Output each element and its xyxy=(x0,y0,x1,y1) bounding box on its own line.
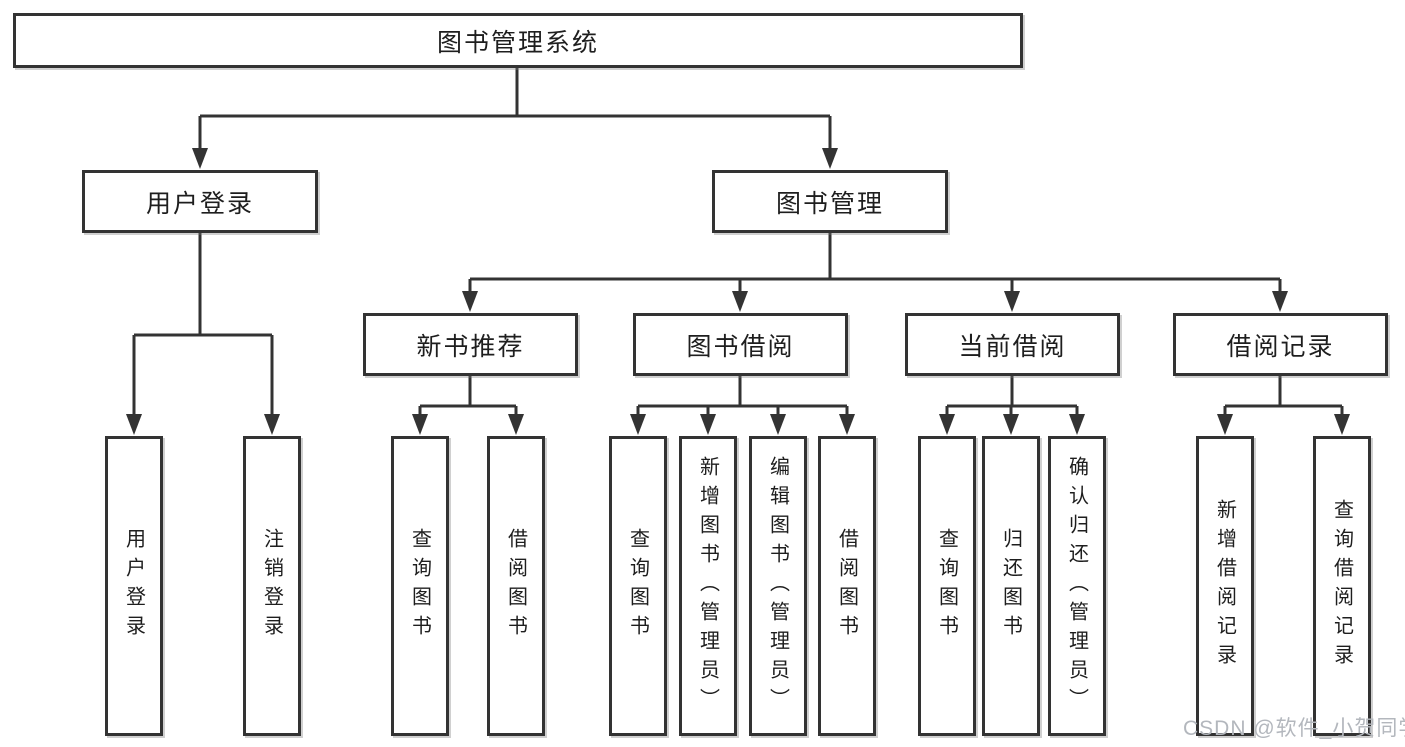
wire-book-borrow-branch xyxy=(636,376,849,416)
arrowheads xyxy=(126,148,1350,435)
node-label: 查询图书 xyxy=(935,528,958,644)
leaf-query-borrow-record: 查询借阅记录 xyxy=(1313,436,1371,736)
node-book-borrowing: 图书借阅 xyxy=(633,313,848,376)
node-label: 当前借阅 xyxy=(958,332,1067,361)
arrow-down-icon xyxy=(1004,291,1020,312)
node-book-management: 图书管理 xyxy=(712,170,948,233)
node-new-book-recommend: 新书推荐 xyxy=(363,313,578,376)
node-label: 图书管理 xyxy=(775,189,884,218)
leaf-user-login: 用户登录 xyxy=(105,436,163,736)
node-label: 用户登录 xyxy=(122,528,145,644)
leaf-borrow-books-recommend: 借阅图书 xyxy=(487,436,545,736)
csdn-watermark: CSDN @软件_小贺同学 xyxy=(1183,717,1405,740)
leaf-add-books-admin: 新增图书（管理员） xyxy=(679,436,737,736)
wire-new-book-branch xyxy=(418,376,518,416)
leaf-return-books: 归还图书 xyxy=(982,436,1040,736)
wire-borrow-record-branch xyxy=(1223,376,1344,416)
arrow-down-icon xyxy=(126,414,142,435)
arrow-down-icon xyxy=(770,414,786,435)
node-label: 查询借阅记录 xyxy=(1330,499,1353,673)
node-label: 借阅记录 xyxy=(1226,332,1335,361)
arrow-down-icon xyxy=(732,291,748,312)
node-current-borrowing: 当前借阅 xyxy=(905,313,1120,376)
wire-user-login-branch xyxy=(132,233,274,416)
arrow-down-icon xyxy=(1217,414,1233,435)
node-library-management-system: 图书管理系统 xyxy=(13,13,1023,68)
arrow-down-icon xyxy=(192,148,208,169)
leaf-query-books-recommend: 查询图书 xyxy=(391,436,449,736)
node-user-login: 用户登录 xyxy=(82,170,318,233)
node-borrowing-records: 借阅记录 xyxy=(1173,313,1388,376)
arrow-down-icon xyxy=(1003,414,1019,435)
arrow-down-icon xyxy=(939,414,955,435)
arrow-down-icon xyxy=(822,148,838,169)
node-label: 图书管理系统 xyxy=(436,28,599,57)
node-label: 新增借阅记录 xyxy=(1213,499,1236,673)
leaf-edit-books-admin: 编辑图书（管理员） xyxy=(749,436,807,736)
node-label: 用户登录 xyxy=(145,189,254,218)
node-label: 查询图书 xyxy=(626,528,649,644)
node-label: 新书推荐 xyxy=(416,332,525,361)
arrow-down-icon xyxy=(700,414,716,435)
leaf-add-borrow-record: 新增借阅记录 xyxy=(1196,436,1254,736)
leaf-borrow-books: 借阅图书 xyxy=(818,436,876,736)
arrow-down-icon xyxy=(1272,291,1288,312)
node-label: 归还图书 xyxy=(999,528,1022,644)
arrow-down-icon xyxy=(264,414,280,435)
arrow-down-icon xyxy=(508,414,524,435)
arrow-down-icon xyxy=(630,414,646,435)
node-label: 借阅图书 xyxy=(835,528,858,644)
leaf-query-books: 查询图书 xyxy=(609,436,667,736)
arrow-down-icon xyxy=(839,414,855,435)
node-label: 借阅图书 xyxy=(504,528,527,644)
wire-root-to-level2 xyxy=(198,68,832,150)
node-label: 图书借阅 xyxy=(686,332,795,361)
wire-current-borrow-branch xyxy=(945,376,1079,416)
arrow-down-icon xyxy=(462,291,478,312)
node-label: 确认归还（管理员） xyxy=(1065,455,1088,717)
arrow-down-icon xyxy=(412,414,428,435)
arrow-down-icon xyxy=(1334,414,1350,435)
node-label: 查询图书 xyxy=(408,528,431,644)
node-label: 编辑图书（管理员） xyxy=(766,455,789,717)
node-label: 注销登录 xyxy=(260,528,283,644)
leaf-logout: 注销登录 xyxy=(243,436,301,736)
leaf-query-books-current: 查询图书 xyxy=(918,436,976,736)
leaf-confirm-return-admin: 确认归还（管理员） xyxy=(1048,436,1106,736)
arrow-down-icon xyxy=(1069,414,1085,435)
wire-book-mgmt-branch xyxy=(468,233,1282,293)
node-label: 新增图书（管理员） xyxy=(696,455,719,717)
